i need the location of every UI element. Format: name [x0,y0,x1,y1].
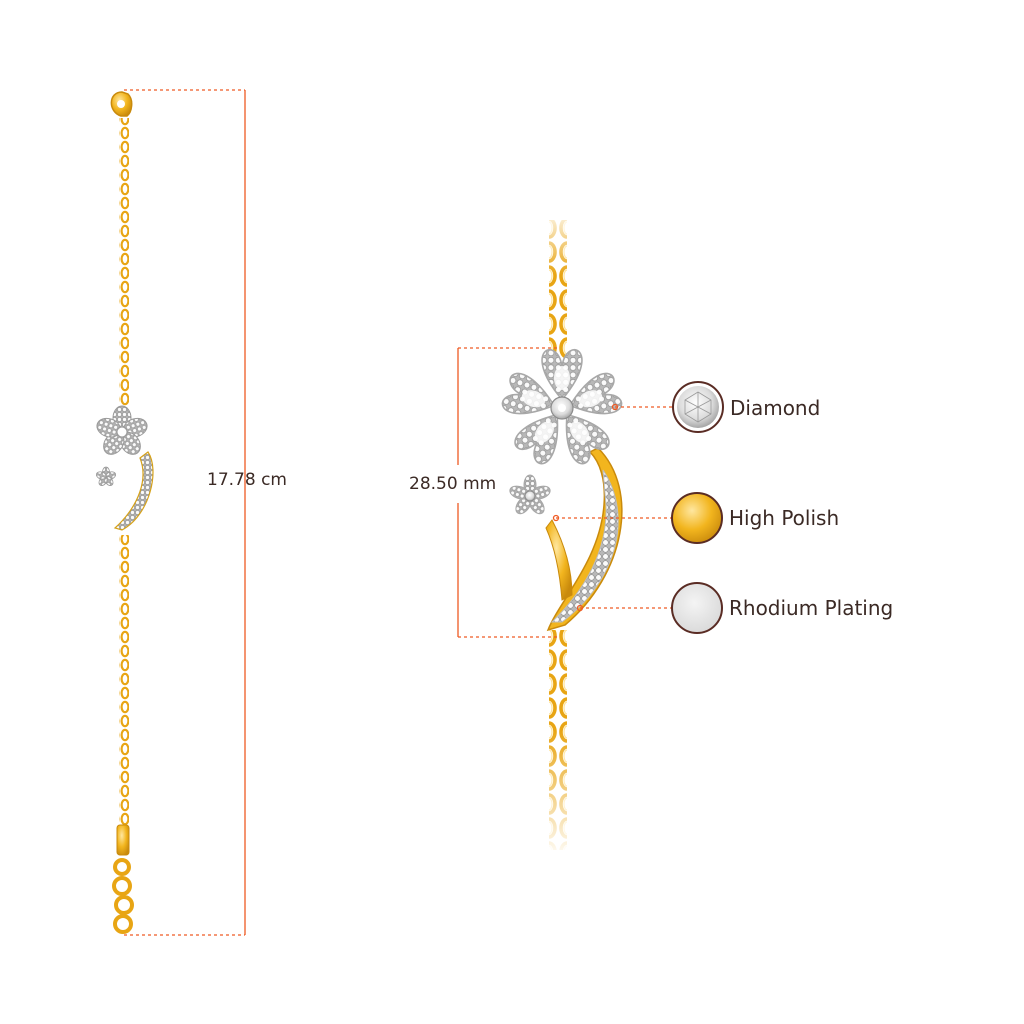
lobster-clasp-icon [110,91,133,117]
feature-label-rhodium-plating: Rhodium Plating [729,596,894,620]
height-measure [457,347,560,638]
bracelet-chain-lower [119,535,129,825]
bracelet-chain-upper [119,118,129,408]
diamond-callout-dot [611,403,619,411]
polish-callout-dot [552,514,560,522]
fade-bottom [540,730,580,860]
feature-label-diamond: Diamond [730,396,821,420]
bracelet-pendant-icon [95,405,154,531]
gold-swatch-icon [671,492,723,544]
length-measure [124,89,246,936]
rhodium-callout-dot [576,604,584,612]
pendant-height-label: 28.50 mm [409,474,497,494]
callout-lines [552,403,672,612]
small-flower-icon [509,474,551,515]
jump-rings [112,858,134,934]
end-cap [116,824,130,856]
rhodium-swatch-icon [671,582,723,634]
diamond-swatch-icon [672,381,724,433]
feature-label-high-polish: High Polish [729,506,840,530]
large-flower-icon [501,348,623,465]
length-label: 17.78 cm [207,470,287,490]
stem-icon [545,447,623,632]
fade-top [540,205,580,275]
pendant-closeup [501,205,623,860]
full-bracelet [95,91,154,934]
